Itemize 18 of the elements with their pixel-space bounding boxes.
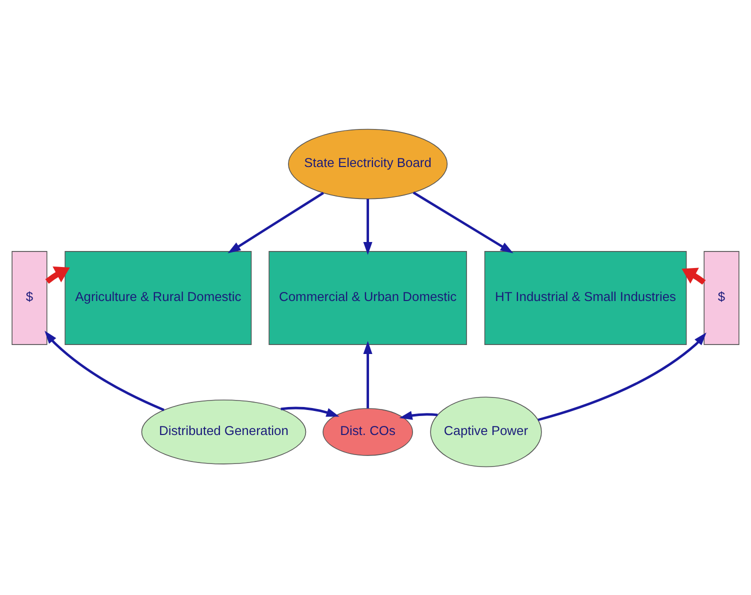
- arrow: [399, 410, 438, 420]
- node-ellipse: State Electricity Board: [288, 128, 448, 199]
- arrow: [363, 198, 372, 254]
- node-ellipse: Captive Power: [430, 396, 542, 467]
- node-box: Commercial & Urban Domestic: [268, 250, 467, 344]
- node-ellipse: Distributed Generation: [141, 399, 306, 464]
- arrow: [682, 267, 706, 284]
- arrow: [412, 191, 514, 253]
- node-box: Agriculture & Rural Domestic: [64, 250, 252, 344]
- arrow: [538, 332, 706, 421]
- node-box: $: [12, 250, 48, 344]
- arrow: [280, 406, 340, 416]
- arrow: [363, 340, 372, 408]
- arrow: [228, 191, 324, 253]
- node-box: $: [704, 250, 740, 344]
- arrow: [44, 330, 164, 411]
- node-box: HT Industrial & Small Industries: [484, 250, 687, 344]
- arrow: [45, 266, 70, 284]
